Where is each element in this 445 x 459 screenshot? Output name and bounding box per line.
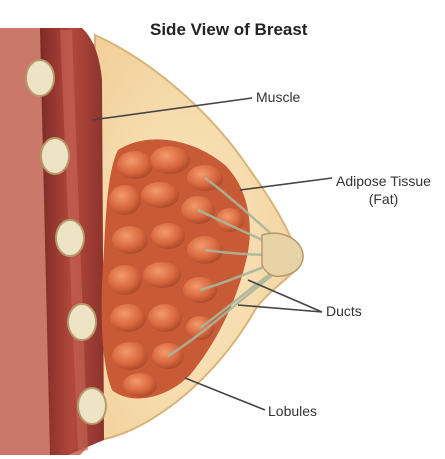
lobule (112, 226, 148, 254)
rib (26, 60, 54, 96)
rib (78, 388, 106, 424)
lobule (151, 223, 185, 249)
lobule (141, 182, 179, 208)
label-adipose-tissue: Adipose Tissue (Fat) (336, 172, 431, 208)
lobule (123, 373, 157, 397)
lobule (148, 304, 182, 332)
rib (41, 138, 69, 174)
lobules-pointer (185, 378, 265, 410)
label-adipose-line1: Adipose Tissue (336, 173, 431, 189)
label-ducts: Ducts (326, 302, 362, 320)
rib (68, 304, 96, 340)
lobule (117, 151, 153, 179)
label-lobules: Lobules (268, 402, 317, 420)
lobule (110, 304, 146, 332)
lobule (150, 146, 190, 174)
label-muscle: Muscle (256, 88, 300, 106)
lobules-cluster (102, 139, 250, 398)
lobule (143, 262, 181, 288)
lobule (109, 185, 141, 215)
diagram-title: Side View of Breast (150, 20, 307, 40)
label-adipose-line2: (Fat) (336, 190, 431, 208)
nipple (262, 233, 303, 276)
lobule (112, 342, 148, 370)
lobule (108, 265, 142, 295)
rib (56, 220, 84, 256)
